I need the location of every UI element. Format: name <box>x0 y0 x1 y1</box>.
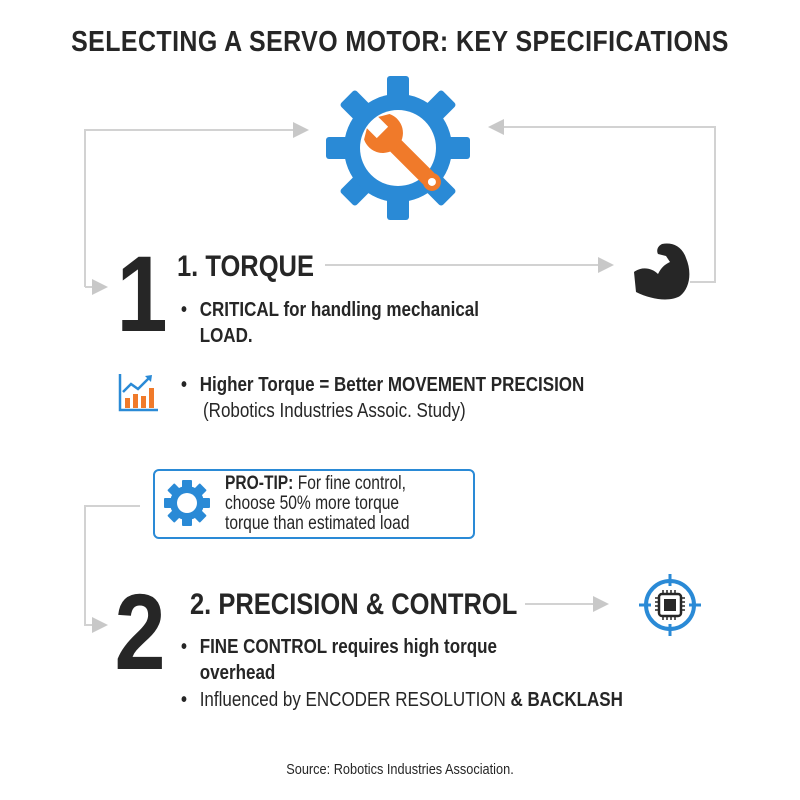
bullet-critical-load: •CRITICAL for handling mechanical LOAD. <box>181 299 479 347</box>
bullet-text: requires high torque <box>326 636 497 658</box>
bullet-fine-control: •FINE CONTROL requires high torque overh… <box>181 636 497 684</box>
pro-tip-box <box>153 469 475 539</box>
gear-icon <box>164 480 210 526</box>
section-heading-torque: 1. TORQUE <box>177 250 314 283</box>
tip-line-3: torque than estimated load <box>225 513 410 534</box>
flexed-arm-icon <box>634 243 690 300</box>
page-title: SELECTING A SERVO MOTOR: KEY SPECIFICATI… <box>71 26 729 58</box>
study-citation: (Robotics Industries Assoic. Study) <box>203 400 466 422</box>
section-number-1: 1 <box>116 233 168 354</box>
chip-target-icon <box>639 574 701 636</box>
bullet-text-bold: FINE CONTROL <box>199 636 327 658</box>
bullet-encoder: •Influenced by ENCODER RESOLUTION & BACK… <box>181 689 623 711</box>
pro-tip-label: PRO-TIP: <box>225 473 294 494</box>
bar-chart-trend-icon <box>118 374 158 412</box>
gear-wrench-icon <box>326 76 470 220</box>
bullet-text: CRITICAL for handling mechanical <box>199 299 479 321</box>
bullet-text-line2: LOAD. <box>199 325 253 347</box>
section-heading-precision: 2. PRECISION & CONTROL <box>190 588 518 621</box>
tip-line-1: For fine control, <box>293 473 406 494</box>
source-note: Source: Robotics Industries Association. <box>286 761 514 778</box>
bullet-higher-torque: •Higher Torque = Better MOVEMENT PRECISI… <box>181 374 585 396</box>
section-number-2: 2 <box>114 571 166 692</box>
bullet-text: Influenced by ENCODER RESOLUTION <box>199 689 511 711</box>
bullet-text: Higher Torque = Better MOVEMENT PRECISIO… <box>199 374 585 396</box>
pro-tip-text: PRO-TIP: For fine control, choose 50% mo… <box>225 474 410 534</box>
bullet-text-bold: & BACKLASH <box>510 689 623 711</box>
tip-line-2: choose 50% more torque <box>225 493 400 514</box>
bullet-text-line2: overhead <box>199 662 276 684</box>
